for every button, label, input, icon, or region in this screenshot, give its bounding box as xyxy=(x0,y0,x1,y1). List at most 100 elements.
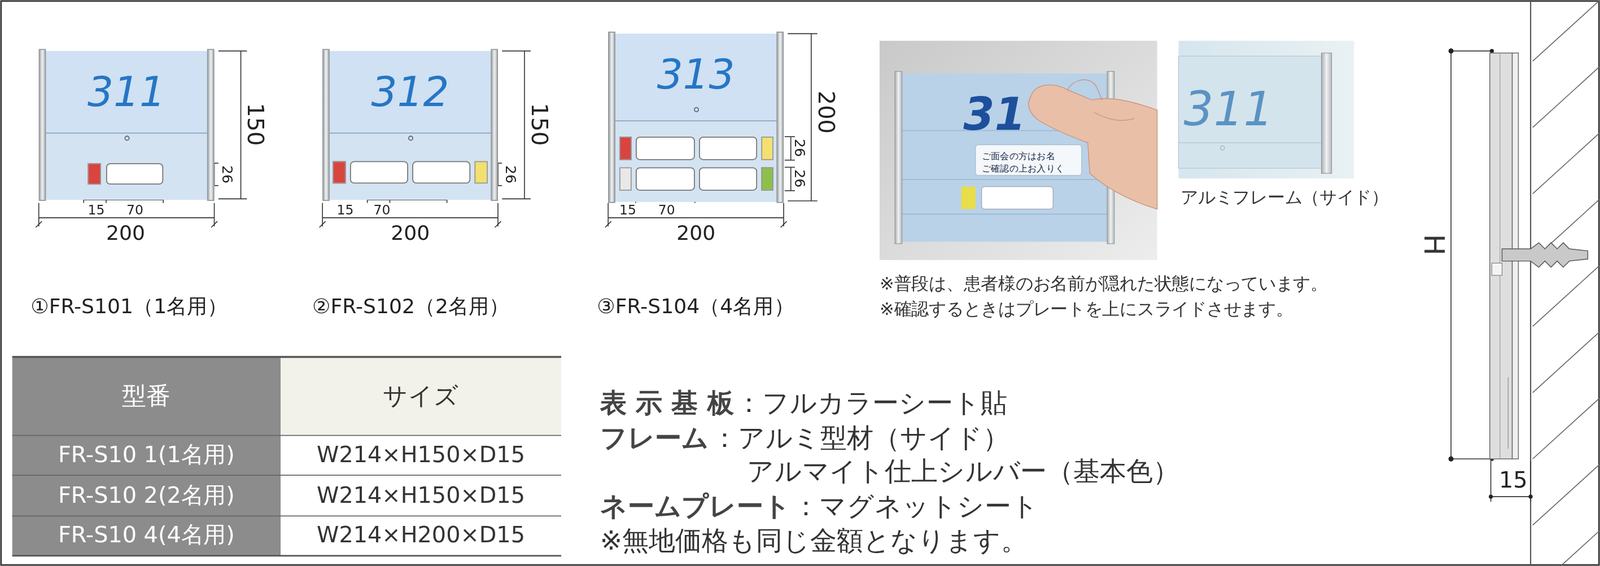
table-cell: W214×H150×D15 xyxy=(280,435,562,476)
label: ①FR-S101（1名用） xyxy=(30,293,228,318)
label: 15 xyxy=(1498,467,1528,495)
label: 200 xyxy=(676,220,716,245)
dimension: 200 xyxy=(814,90,837,134)
room-number: 312 xyxy=(322,71,498,113)
color-tag xyxy=(332,161,346,185)
text: W214×H150×D15 xyxy=(316,442,526,470)
hole xyxy=(408,135,414,141)
text: ②FR-S102（2名用） xyxy=(312,293,510,318)
text: FR-S10 1(1名用) xyxy=(58,442,235,470)
aluminium-frame xyxy=(490,49,498,201)
label: ご確認の上お入りく xyxy=(981,163,1065,175)
aluminium-frame xyxy=(207,49,215,201)
sign-plate: 312 xyxy=(322,50,498,199)
text: 26 xyxy=(792,169,809,188)
label: 70 xyxy=(373,202,391,218)
name-slot xyxy=(635,136,695,161)
text: ：マグネットシート xyxy=(792,490,1039,522)
dimension: 150 xyxy=(527,103,550,147)
label: フレーム xyxy=(600,422,710,454)
text: 311 xyxy=(1183,81,1274,138)
text: FR-S10 2(2名用) xyxy=(58,482,235,510)
aluminium-frame xyxy=(322,49,330,201)
room-number: 313 xyxy=(608,54,784,95)
color-tag xyxy=(761,167,774,191)
color-tag xyxy=(619,136,632,161)
text: 200 xyxy=(390,220,430,245)
text: 200 xyxy=(676,220,716,245)
text: 表 示 基 板 xyxy=(600,387,734,419)
label: ②FR-S102（2名用） xyxy=(312,293,510,318)
dimension: H xyxy=(1419,234,1449,256)
label: 70 xyxy=(126,202,144,218)
text: サイズ xyxy=(382,381,460,412)
color-tag xyxy=(619,167,632,191)
label: ：マグネットシート xyxy=(792,490,1039,523)
name-slot xyxy=(698,167,758,191)
table-cell: 型番 xyxy=(12,357,281,436)
text: ①FR-S101（1名用） xyxy=(30,293,228,318)
name-slot xyxy=(350,161,409,185)
label: ネームプレート xyxy=(600,490,791,523)
label: 70 xyxy=(658,202,676,218)
name-slot xyxy=(412,161,471,185)
color-tag xyxy=(474,161,488,185)
text: アルミフレーム（サイド） xyxy=(1180,186,1389,208)
aluminium-frame xyxy=(776,31,784,204)
label: 200 xyxy=(390,220,430,245)
dimension: 26 xyxy=(504,165,519,184)
text: W214×H200×D15 xyxy=(316,522,526,550)
label: ※無地価格も同じ金額となります。 xyxy=(600,525,1028,558)
table-cell: W214×H150×D15 xyxy=(280,475,562,517)
text: フレーム xyxy=(600,422,710,453)
text: ③FR-S104（4名用） xyxy=(596,293,794,318)
text: H xyxy=(1417,234,1451,256)
hole xyxy=(693,107,699,113)
name-slot xyxy=(106,163,164,185)
aluminium-frame xyxy=(38,49,47,201)
text: 150 xyxy=(242,103,269,147)
text: アルマイト仕上シルバー（基本色） xyxy=(746,456,1180,487)
text: 15 xyxy=(336,202,354,218)
label: 200 xyxy=(106,220,146,245)
text: 70 xyxy=(373,202,391,218)
table-cell: FR-S10 4(4名用) xyxy=(12,516,281,556)
text: ：フルカラーシート貼 xyxy=(735,387,1008,419)
table-cell: サイズ xyxy=(280,357,562,436)
label: 15 xyxy=(336,202,354,218)
text: ：アルミ型材（サイド） xyxy=(711,422,1010,453)
name-slot xyxy=(698,136,758,161)
label: アルミフレーム（サイド） xyxy=(1180,186,1389,208)
sign-plate: 313 xyxy=(608,33,784,201)
room-number: 311 xyxy=(38,71,215,113)
label: ：アルミ型材（サイド） xyxy=(711,422,1010,454)
label: 15 xyxy=(87,202,105,218)
aluminium-frame xyxy=(608,31,616,204)
text: 15 xyxy=(1498,467,1528,493)
text: ご面会の方はお名 xyxy=(981,150,1056,161)
label: 15 xyxy=(619,202,637,218)
text: 型番 xyxy=(121,381,172,412)
table-cell: FR-S10 1(1名用) xyxy=(12,435,281,476)
color-tag xyxy=(87,163,101,185)
dimension: 26 xyxy=(792,169,807,188)
dimension: 150 xyxy=(243,103,267,147)
text: ネームプレート xyxy=(600,490,791,522)
text: 15 xyxy=(619,202,637,218)
dimension: 26 xyxy=(220,165,235,184)
table-cell: W214×H200×D15 xyxy=(280,516,562,556)
dimension: 26 xyxy=(792,138,807,157)
text: ご確認の上お入りく xyxy=(981,163,1065,174)
text: ※確認するときはプレートを上にスライドさせます。 xyxy=(879,299,1293,320)
text: 70 xyxy=(658,202,676,218)
label: 311 xyxy=(1183,81,1274,139)
text: 70 xyxy=(126,202,144,218)
name-slot xyxy=(635,167,695,191)
table-cell: FR-S10 2(2名用) xyxy=(12,475,281,517)
label: ご面会の方はお名 xyxy=(981,150,1056,163)
sign-plate: 311 xyxy=(38,50,215,199)
text: 150 xyxy=(526,103,553,147)
hole xyxy=(124,135,130,141)
label: 31 xyxy=(963,87,1026,142)
